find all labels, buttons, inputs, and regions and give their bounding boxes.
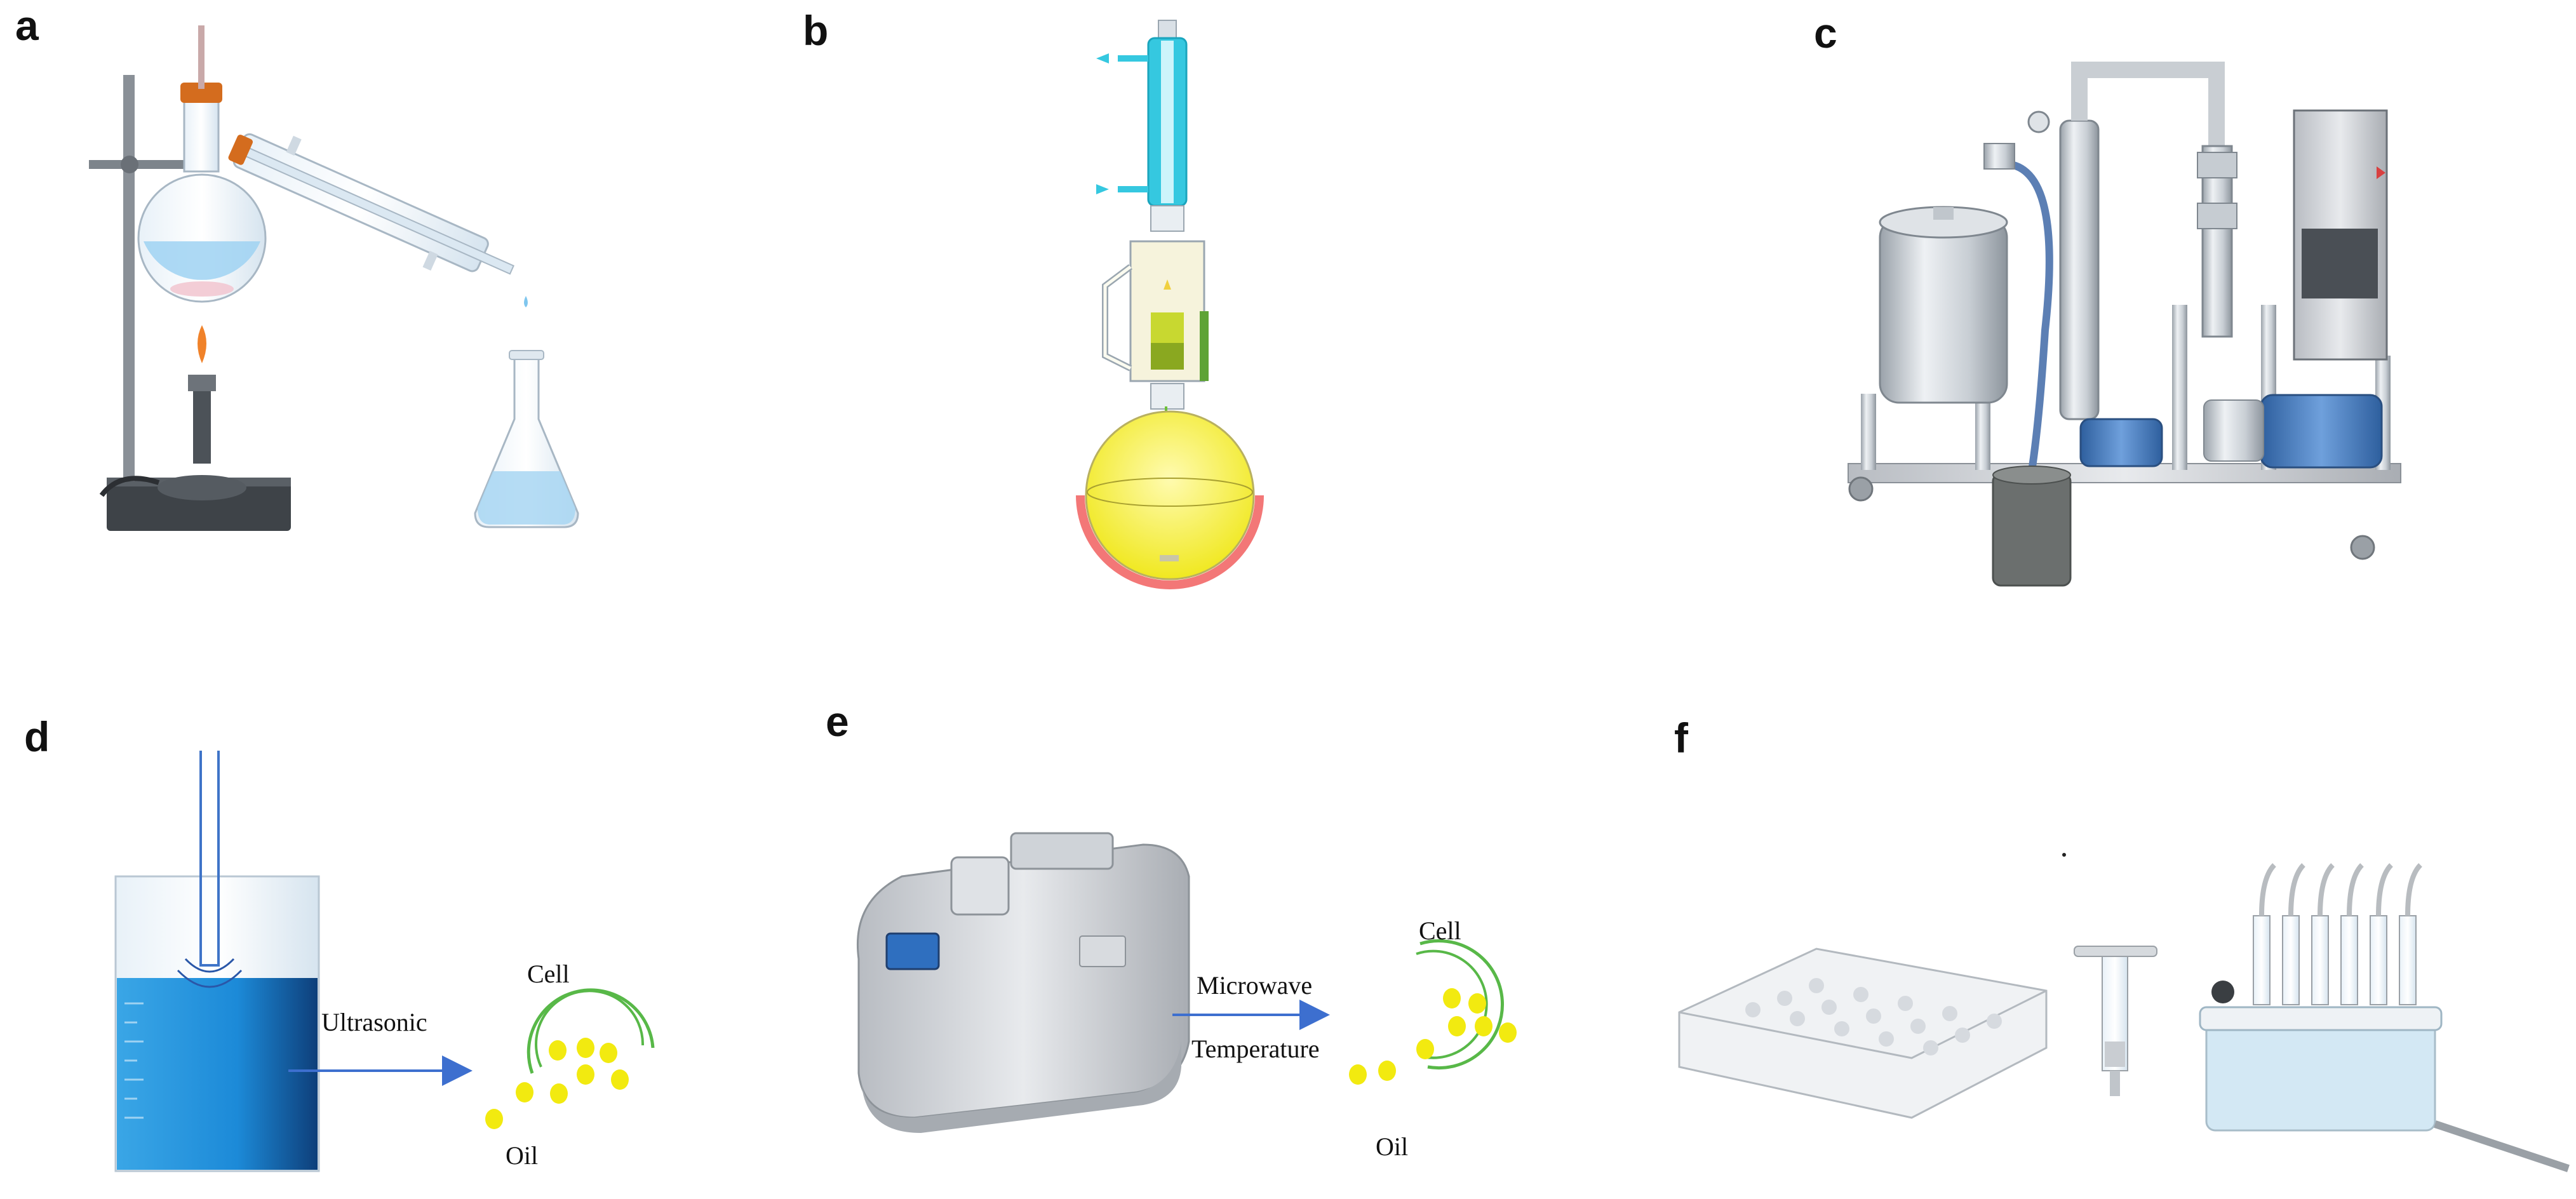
cell-label-d: Cell [527, 960, 570, 988]
panel-label-a: a [15, 2, 39, 49]
stand-rod [123, 75, 135, 481]
microwave-label: Microwave [1197, 971, 1313, 1000]
panel-label-d: d [24, 713, 50, 760]
spe-cartridge [2074, 946, 2157, 1096]
oil-label-e: Oil [1376, 1132, 1409, 1161]
ultrasonic-extraction [114, 751, 655, 1172]
pressure-gauge-icon [2027, 111, 2050, 133]
solid-phase-extraction [1678, 853, 2570, 1172]
bunsen-burner [193, 387, 211, 464]
microwave-extraction [856, 832, 1517, 1133]
panel-label-b: b [803, 7, 829, 54]
oil-droplets [1349, 988, 1517, 1085]
liebig-condenser [228, 133, 514, 275]
distillation-apparatus [89, 25, 579, 531]
collection-drum [1992, 472, 2072, 587]
cell-label-e: Cell [1419, 916, 1461, 945]
oil-droplets [485, 1038, 629, 1129]
temperature-label: Temperature [1191, 1035, 1320, 1063]
hose [1999, 159, 2053, 484]
panel-label-f: f [1674, 714, 1688, 761]
microwave-reactor [856, 843, 1190, 1119]
panel-label-c: c [1814, 10, 1837, 57]
industrial-extraction-unit [1848, 62, 2401, 587]
water-in-arrow-icon [1096, 184, 1109, 194]
96-well-plate [1678, 948, 2048, 1119]
boiling-flask [1085, 410, 1255, 580]
ultrasonic-label: Ultrasonic [321, 1008, 427, 1036]
water-out-arrow-icon [1096, 53, 1109, 64]
pump-small [2079, 418, 2163, 467]
feed-tank [1879, 217, 2008, 404]
pump-motor [2260, 394, 2383, 469]
ultrasonic-probe [199, 751, 220, 967]
cell-wall [527, 988, 655, 1074]
soxhlet-extractor [1076, 20, 1264, 589]
thermometer [198, 25, 205, 89]
erlenmeyer-flask [474, 350, 579, 528]
distillation-column [2059, 119, 2100, 420]
beaker-liquid [117, 978, 318, 1170]
oil-label-d: Oil [506, 1141, 539, 1170]
vacuum-gauge-icon [2211, 981, 2234, 1003]
vacuum-manifold [2205, 1015, 2436, 1132]
stopper [180, 83, 222, 103]
flame-icon [198, 325, 206, 363]
panel-label-e: e [826, 698, 849, 745]
cell-wall [1419, 939, 1504, 1070]
display-screen [885, 932, 940, 970]
